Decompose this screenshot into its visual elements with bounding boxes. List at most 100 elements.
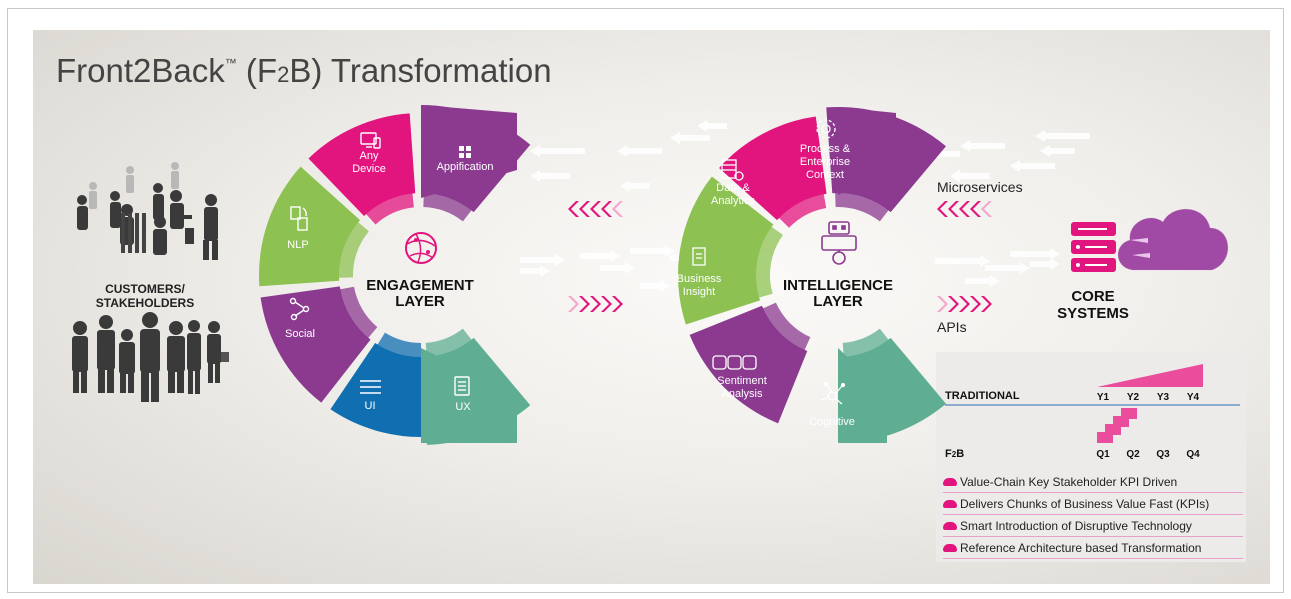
segment-any-device [308, 113, 416, 217]
segment-ui-inner [376, 332, 421, 359]
flow-arrow [950, 170, 990, 182]
flow-arrow [620, 180, 650, 192]
segment-nlp-label: NLP [287, 239, 308, 251]
server-stack-icon [1071, 222, 1116, 272]
chevron-arrow [590, 296, 601, 312]
flow-arrows-right [568, 296, 623, 312]
flow-arrow [617, 145, 662, 157]
chevron-arrow [981, 201, 992, 217]
segment-process-label-1: Process & [800, 143, 851, 155]
segment-business-insight [677, 176, 774, 325]
quarter-label: Q2 [1126, 449, 1140, 460]
bullet-item: Value-Chain Key Stakeholder KPI Driven [943, 472, 1243, 493]
segment-business-insight-label-2: Insight [683, 286, 715, 298]
quarter-label: Q4 [1186, 449, 1200, 460]
f2b-logo-icon [121, 213, 146, 253]
bullet-item: Reference Architecture based Transformat… [943, 538, 1243, 559]
f2b-label: F2B [945, 448, 964, 460]
segment-nlp [259, 166, 361, 287]
chevron-arrow [579, 296, 590, 312]
traditional-label: TRADITIONAL [945, 390, 1020, 402]
chevron-arrow [590, 201, 601, 217]
chevron-arrow [601, 201, 612, 217]
share-nodes-icon [289, 297, 310, 321]
segment-any-device-inner [364, 191, 414, 225]
people-group-silhouette [72, 312, 229, 402]
year-label: Y1 [1097, 392, 1110, 403]
flow-arrow [1010, 160, 1055, 172]
flow-arrows-left [568, 201, 623, 217]
segment-sentiment [689, 305, 808, 424]
chevron-arrow [568, 296, 579, 312]
flow-arrow [530, 170, 570, 182]
engagement-layer-title-line1: ENGAGEMENT [366, 277, 474, 294]
apis-arrows [937, 296, 992, 312]
segment-cognitive-label: Cognitive [809, 416, 855, 428]
quarter-label: Q1 [1096, 449, 1110, 460]
intelligence-layer-title-line1: INTELLIGENCE [783, 277, 893, 294]
segment-business-insight-inner [754, 225, 783, 299]
segment-appification-label: Appification [437, 161, 494, 173]
cloud-bullet-icon [943, 477, 957, 486]
chevron-arrow [568, 201, 579, 217]
traditional-ramp [1097, 364, 1203, 387]
cloud-bullet-icon [943, 499, 957, 508]
data-table-icon [721, 159, 744, 181]
engagement-layer-title-line2: LAYER [395, 293, 445, 310]
chevron-arrow [959, 296, 970, 312]
segment-process-label-2: Enterprise [800, 156, 850, 168]
chevron-arrow [612, 201, 623, 217]
year-label: Y2 [1127, 392, 1140, 403]
flow-arrow [1035, 130, 1090, 142]
segment-process-label-3: Context [806, 169, 844, 181]
f2b-staircase [1097, 408, 1137, 443]
segment-data-analytics-label-1: Data & [716, 182, 750, 194]
segment-appification-inner [423, 191, 473, 222]
segment-ux-inner [425, 328, 473, 359]
customers-label-line1: CUSTOMERS/ [105, 282, 185, 296]
robot-icon [821, 221, 857, 265]
segment-ui-label: UI [365, 400, 376, 412]
intelligence-layer-ring [677, 107, 946, 443]
process-gear-icon [816, 119, 836, 139]
flow-arrow [530, 145, 585, 157]
chevron-arrow [970, 201, 981, 217]
flow-arrow [520, 265, 550, 277]
segment-ui [330, 342, 427, 437]
flow-arrow [630, 245, 675, 257]
segment-any-device-label-1: Any [360, 150, 379, 162]
segment-data-analytics-inner [777, 192, 827, 228]
segment-process-inner [835, 191, 890, 222]
segment-ux-extension [421, 348, 517, 443]
engagement-center-icon [405, 232, 437, 264]
core-systems-label-line2: SYSTEMS [1057, 305, 1129, 322]
flow-arrow [1030, 258, 1060, 270]
flow-arrow [1010, 248, 1060, 260]
page-title: Front2Back™ (F2B) Transformation [56, 52, 552, 89]
flow-arrow [965, 275, 1000, 287]
segment-any-device-label-2: Device [352, 163, 386, 175]
segment-social [260, 286, 371, 403]
core-systems-cloud-icon [1117, 208, 1229, 271]
cloud-bullet-icon [943, 521, 957, 530]
flow-arrow [697, 120, 727, 132]
engagement-layer-ring [259, 105, 531, 445]
segment-business-insight-label-1: Business [677, 273, 722, 285]
segment-sentiment-inner [761, 302, 811, 352]
segment-process-extension [838, 107, 896, 195]
chevron-arrow [948, 296, 959, 312]
customers-silhouettes [72, 162, 229, 402]
segment-ux-label: UX [455, 401, 471, 413]
quarter-label: Q3 [1156, 449, 1170, 460]
bullet-item: Delivers Chunks of Business Value Fast (… [943, 494, 1243, 515]
flow-arrow [985, 262, 1030, 274]
year-label: Y3 [1157, 392, 1170, 403]
chevron-arrow [601, 296, 612, 312]
document-exchange-icon [290, 206, 308, 231]
emotion-faces-icon [712, 355, 757, 370]
chevron-arrow [612, 296, 623, 312]
segment-sentiment-label-1: Sentiment [717, 375, 767, 387]
bullet-item: Smart Introduction of Disruptive Technol… [943, 516, 1243, 537]
